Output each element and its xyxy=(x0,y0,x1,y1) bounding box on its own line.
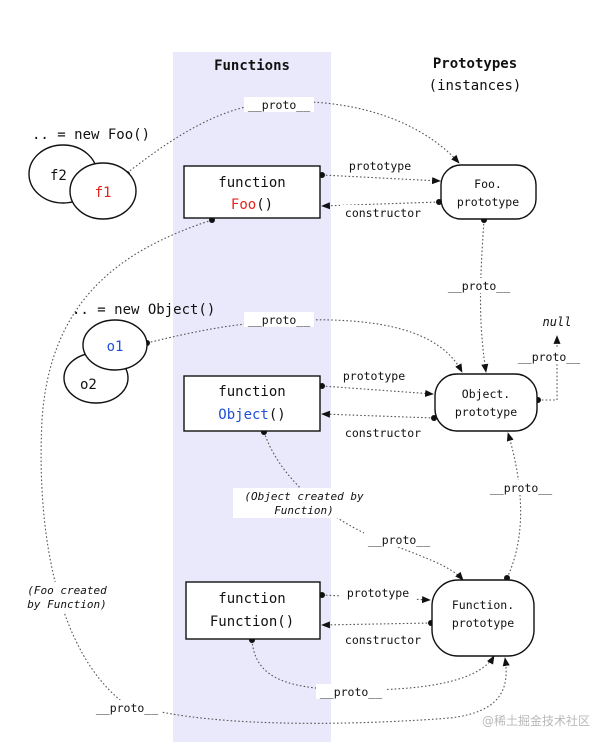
o2-label: o2 xyxy=(80,377,97,393)
instances-header: (instances) xyxy=(429,78,522,94)
functions-header: Functions xyxy=(214,58,290,74)
label-object-proto: __proto__ xyxy=(368,533,430,547)
edge-fooproto-proto xyxy=(479,219,489,373)
label-function-prototype: prototype xyxy=(347,586,409,600)
label-foo-proto: __proto__ xyxy=(96,701,158,715)
function-function-box xyxy=(185,581,321,640)
label-f1-proto: __proto__ xyxy=(248,98,310,112)
note-object-created-2: Function) xyxy=(274,504,334,517)
function-prototype-box xyxy=(431,579,535,657)
label-function-constructor: constructor xyxy=(345,633,421,647)
object-function-box xyxy=(183,375,321,432)
edge-foo-constructor xyxy=(321,201,440,210)
label-o1-proto: __proto__ xyxy=(248,313,310,327)
object-new-label: .. = new Object() xyxy=(72,302,215,318)
object-prototype-line2: prototype xyxy=(455,405,517,419)
label-foo-prototype: prototype xyxy=(349,159,411,173)
label-objectproto-proto: __proto__ xyxy=(518,350,580,364)
edge-foo-prototype xyxy=(321,174,441,185)
label-foo-constructor: constructor xyxy=(345,206,421,220)
watermark: @稀土掘金技术社区 xyxy=(482,713,590,728)
object-function-paren: () xyxy=(269,407,286,423)
foo-prototype-line2: prototype xyxy=(457,195,519,209)
label-object-prototype: prototype xyxy=(343,369,405,383)
f1-label: f1 xyxy=(95,185,112,201)
note-foo-created-1: (Foo created xyxy=(27,584,107,597)
f2-label: f2 xyxy=(50,168,67,184)
label-function-proto: __proto__ xyxy=(320,685,382,699)
label-fooproto-proto: __proto__ xyxy=(448,279,510,293)
function-function-line2: Function() xyxy=(210,614,294,630)
object-prototype-box xyxy=(434,373,538,432)
object-prototype-line1: Object. xyxy=(462,387,510,401)
label-functionproto-proto: __proto__ xyxy=(490,481,552,495)
foo-function-box xyxy=(183,165,321,219)
edge-functionproto-proto xyxy=(506,432,522,579)
o1-label: o1 xyxy=(107,339,124,355)
edge-object-constructor xyxy=(321,410,435,419)
object-function-line1: function xyxy=(218,384,285,400)
edge-foo-proto xyxy=(40,219,510,724)
prototypes-header: Prototypes xyxy=(433,56,517,72)
edge-function-constructor xyxy=(321,621,432,629)
foo-prototype-line1: Foo. xyxy=(474,177,502,191)
label-object-constructor: constructor xyxy=(345,426,421,440)
f1-circle xyxy=(69,162,137,220)
function-prototype-line1: Function. xyxy=(452,598,514,612)
o1-circle xyxy=(82,319,148,371)
null-label: null xyxy=(543,315,572,329)
foo-function-line1: function xyxy=(218,175,285,191)
foo-function-line2: Foo() xyxy=(231,197,273,213)
edge-object-prototype xyxy=(321,385,434,397)
edge-objectproto-null xyxy=(538,335,561,401)
function-prototype-line2: prototype xyxy=(452,616,514,630)
object-function-name: Object xyxy=(218,407,269,423)
note-foo-created-2: by Function) xyxy=(27,598,106,611)
note-object-created-1: (Object created by xyxy=(244,490,364,503)
foo-prototype-box xyxy=(440,164,537,220)
foo-function-name: Foo xyxy=(231,197,256,213)
object-function-line2: Object() xyxy=(218,407,285,423)
foo-new-label: .. = new Foo() xyxy=(32,127,150,143)
function-function-line1: function xyxy=(218,591,285,607)
foo-function-paren: () xyxy=(256,197,273,213)
